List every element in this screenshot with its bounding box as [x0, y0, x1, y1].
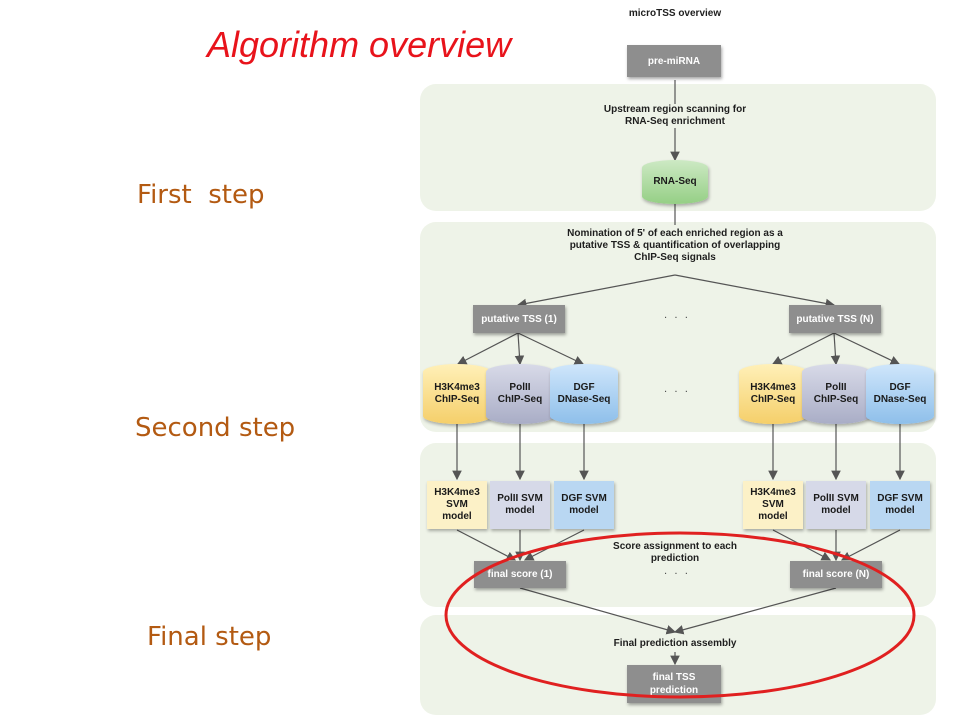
polii-svm-right-box: PolII SVM model — [806, 481, 866, 529]
final-assembly-text: Final prediction assembly — [595, 638, 755, 650]
ellipsis-chipseq: . . . — [664, 384, 690, 395]
h3k4-svm-right-box: H3K4me3 SVM model — [743, 481, 803, 529]
step-label-first: First step — [137, 180, 265, 210]
polii-svm-left-box: PolII SVM model — [490, 481, 550, 529]
polii-chipseq-left-cylinder: PolII ChIP-Seq — [486, 364, 554, 424]
slide-title: Algorithm overview — [207, 24, 512, 65]
rnaseq-cylinder: RNA-Seq — [642, 160, 708, 204]
scan-text: Upstream region scanning for RNA-Seq enr… — [585, 104, 765, 128]
putative-tss-left-box: putative TSS (1) — [473, 305, 565, 333]
dgf-svm-left-box: DGF SVM model — [554, 481, 614, 529]
pre-mirna-box: pre-miRNA — [627, 45, 721, 77]
putative-tss-right-box: putative TSS (N) — [789, 305, 881, 333]
step-label-final: Final step — [147, 622, 272, 652]
ellipsis-tss: . . . — [664, 310, 690, 321]
polii-chipseq-right-cylinder: PolII ChIP-Seq — [802, 364, 870, 424]
score-assignment-text: Score assignment to each prediction — [605, 541, 745, 565]
nomination-text: Nomination of 5' of each enriched region… — [545, 228, 805, 264]
step-label-second: Second step — [135, 413, 296, 443]
h3k4-chipseq-right-cylinder: H3K4me3 ChIP-Seq — [739, 364, 807, 424]
dgf-svm-right-box: DGF SVM model — [870, 481, 930, 529]
dgf-dnaseseq-left-cylinder: DGF DNase-Seq — [550, 364, 618, 424]
final-score-left-box: final score (1) — [474, 561, 566, 588]
diagram-header: microTSS overview — [628, 8, 722, 19]
h3k4-chipseq-left-cylinder: H3K4me3 ChIP-Seq — [423, 364, 491, 424]
dgf-dnaseseq-right-cylinder: DGF DNase-Seq — [866, 364, 934, 424]
h3k4-svm-left-box: H3K4me3 SVM model — [427, 481, 487, 529]
ellipsis-score: . . . — [664, 566, 690, 577]
